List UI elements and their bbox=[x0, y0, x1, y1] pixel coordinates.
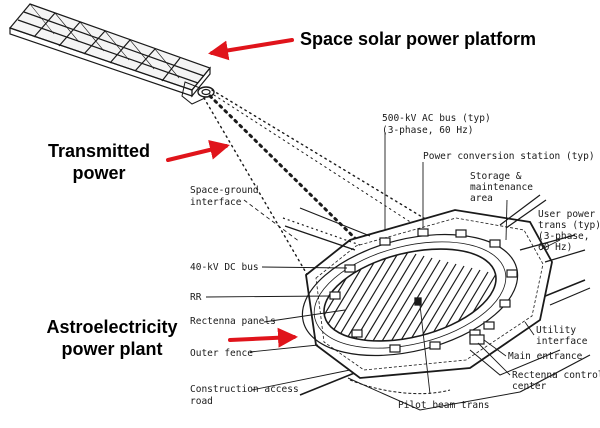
label-construction: Construction access bbox=[190, 384, 299, 395]
label-utility: Utility bbox=[536, 325, 576, 336]
label-power-conversion: Power conversion station (typ) bbox=[423, 151, 595, 162]
label-outer-fence: Outer fence bbox=[190, 348, 253, 359]
leader-lines bbox=[205, 132, 561, 395]
callout-transmitted: Transmitted power bbox=[36, 140, 162, 184]
callout-platform: Space solar power platform bbox=[300, 29, 537, 49]
label-user-power-2: trans (typ) bbox=[538, 220, 600, 231]
label-storage-3: area bbox=[470, 193, 493, 204]
arrow-transmitted bbox=[166, 140, 230, 162]
label-user-power-3: (3-phase, bbox=[538, 231, 589, 242]
rectenna-site bbox=[282, 194, 591, 411]
label-utility-2: interface bbox=[536, 336, 588, 347]
label-construction-2: road bbox=[190, 396, 213, 407]
label-main-entrance: Main entrance bbox=[508, 351, 583, 362]
label-rectenna-panels: Rectenna panels bbox=[190, 316, 276, 327]
callout-arrows bbox=[166, 38, 298, 348]
callout-plant-line2: power plant bbox=[61, 339, 163, 359]
label-user-power: User power bbox=[538, 209, 595, 220]
label-pilot-beam: Pilot beam trans bbox=[398, 400, 490, 411]
label-storage: Storage & bbox=[470, 171, 522, 182]
solar-platform bbox=[8, 3, 215, 105]
label-user-power-4: 60 Hz) bbox=[538, 242, 572, 253]
label-space-ground: Space-ground bbox=[190, 185, 259, 196]
label-ac-bus-phase: (3-phase, 60 Hz) bbox=[382, 125, 474, 136]
label-storage-2: maintenance bbox=[470, 182, 533, 193]
diagram-labels: 500-kV AC bus (typ) (3-phase, 60 Hz) Pow… bbox=[190, 113, 600, 411]
callout-transmitted-line1: Transmitted bbox=[47, 141, 151, 161]
label-control-center: Rectenna control bbox=[512, 370, 600, 381]
label-dc-bus: 40-kV DC bus bbox=[190, 262, 259, 273]
callout-transmitted-line2: power bbox=[72, 163, 126, 183]
label-ac-bus: 500-kV AC bus (typ) bbox=[382, 113, 491, 124]
arrow-plant bbox=[228, 327, 298, 348]
label-control-center-2: center bbox=[512, 381, 547, 392]
callout-plant: Astroelectricity power plant bbox=[26, 316, 198, 360]
callout-plant-line1: Astroelectricity bbox=[46, 317, 178, 337]
arrow-platform bbox=[208, 38, 294, 61]
label-rr: RR bbox=[190, 292, 202, 303]
label-space-ground-2: interface bbox=[190, 197, 242, 208]
